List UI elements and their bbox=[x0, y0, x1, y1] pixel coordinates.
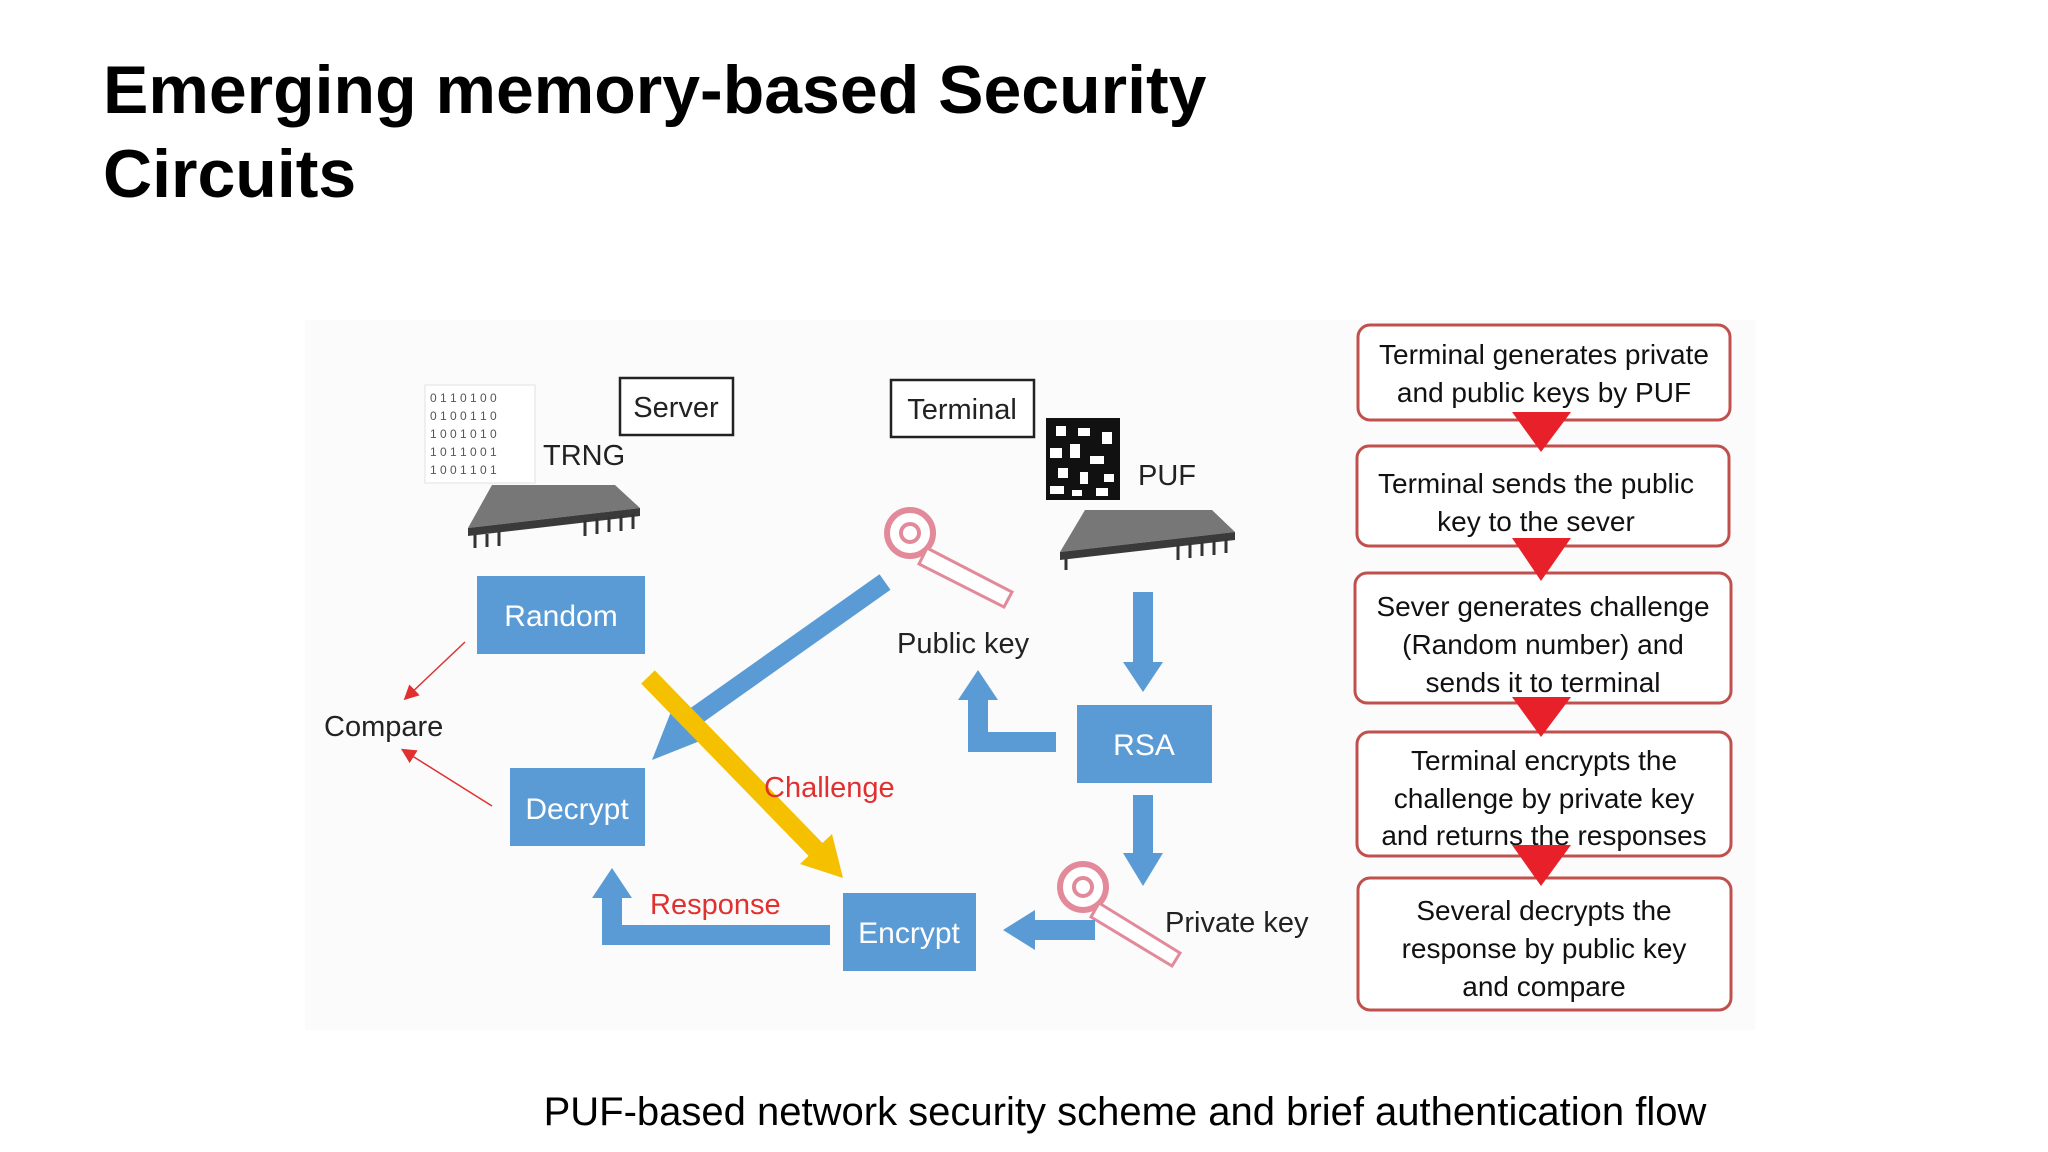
flow-step-line: challenge by private key bbox=[1394, 783, 1694, 814]
puf-chip-icon bbox=[1060, 510, 1235, 570]
trng-label: TRNG bbox=[543, 440, 625, 472]
rsa-box bbox=[1077, 705, 1212, 783]
decrypt-box bbox=[510, 768, 645, 846]
flow-step-line: response by public key bbox=[1402, 933, 1687, 964]
flow-step-line: key to the sever bbox=[1437, 506, 1635, 537]
flow-down-arrow bbox=[1512, 845, 1571, 886]
trng-chip-icon bbox=[468, 485, 640, 548]
flow-step-line: Terminal sends the public bbox=[1378, 468, 1694, 499]
encrypt-label: Encrypt bbox=[858, 917, 960, 950]
flow-down-arrow bbox=[1512, 412, 1571, 452]
flow-step-line: (Random number) and bbox=[1402, 629, 1684, 660]
random-to-compare-arrow bbox=[403, 641, 466, 701]
response-arrow bbox=[602, 893, 830, 945]
decrypt-label: Decrypt bbox=[525, 793, 629, 826]
private-key-icon bbox=[1057, 861, 1183, 969]
terminal-label: Terminal bbox=[907, 394, 1017, 426]
trng-bit-row: 0 1 1 0 1 0 0 bbox=[430, 391, 497, 405]
public-key-to-decrypt-arrowhead bbox=[652, 704, 710, 760]
private-key-label: Private key bbox=[1165, 907, 1309, 939]
public-key-to-decrypt-arrow bbox=[684, 574, 891, 728]
trng-bit-row: 1 0 0 1 0 1 0 bbox=[430, 427, 497, 441]
encrypt-box bbox=[843, 893, 976, 971]
random-label: Random bbox=[504, 600, 617, 633]
response-arrowhead bbox=[592, 868, 632, 898]
rsa-label: RSA bbox=[1113, 729, 1175, 762]
private-key-to-encrypt-arrowhead bbox=[1003, 910, 1035, 950]
public-key-label: Public key bbox=[897, 628, 1030, 660]
slide-title: Emerging memory-based Security Circuits bbox=[103, 48, 1403, 216]
figure-caption: PUF-based network security scheme and br… bbox=[543, 1090, 1707, 1134]
flow-step-line: sends it to terminal bbox=[1426, 667, 1661, 698]
random-box bbox=[477, 576, 645, 654]
challenge-arrow bbox=[641, 670, 825, 859]
flow-step-line: Terminal generates private bbox=[1379, 339, 1709, 370]
response-label: Response bbox=[650, 889, 781, 921]
puf-label: PUF bbox=[1138, 460, 1196, 492]
server-label: Server bbox=[633, 392, 719, 424]
decrypt-to-compare-arrow bbox=[400, 748, 493, 807]
trng-bit-row: 1 0 0 1 1 0 1 bbox=[430, 463, 497, 477]
flow-step-line: and public keys by PUF bbox=[1397, 377, 1691, 408]
flow-step-line: Sever generates challenge bbox=[1376, 591, 1709, 622]
flow-down-arrow bbox=[1512, 538, 1571, 581]
flow-step: Sever generates challenge (Random number… bbox=[1353, 571, 1733, 705]
slide-title-line-1: Emerging memory-based Security bbox=[103, 52, 1207, 128]
trng-bit-row: 1 0 1 1 0 0 1 bbox=[430, 445, 497, 459]
puf-pattern-icon bbox=[1046, 418, 1120, 500]
flow-step: Terminal sends the public key to the sev… bbox=[1355, 444, 1731, 548]
challenge-label: Challenge bbox=[764, 772, 895, 804]
compare-label: Compare bbox=[324, 711, 443, 743]
rsa-to-public-key-arrow bbox=[968, 694, 1056, 752]
trng-bit-matrix: 0 1 1 0 1 0 0 0 1 0 0 1 1 0 1 0 0 1 0 1 … bbox=[424, 384, 536, 484]
rsa-to-private-key-arrow-shaft bbox=[1133, 795, 1153, 855]
trng-bit-row: 0 1 0 0 1 1 0 bbox=[430, 409, 497, 423]
flow-step: Several decrypts the response by public … bbox=[1356, 876, 1733, 1012]
puf-to-rsa-arrowhead bbox=[1123, 662, 1163, 692]
flow-down-arrow bbox=[1512, 697, 1571, 737]
flow-step-line: Terminal encrypts the bbox=[1411, 745, 1677, 776]
public-key-icon bbox=[884, 507, 1015, 610]
challenge-arrowhead bbox=[800, 834, 843, 878]
rsa-to-public-key-arrowhead bbox=[958, 670, 998, 700]
server-label-box bbox=[618, 376, 735, 437]
flow-step: Terminal generates private and public ke… bbox=[1356, 323, 1732, 422]
slide-title-line-2: Circuits bbox=[103, 136, 357, 212]
private-key-to-encrypt-arrow-shaft bbox=[1033, 920, 1095, 940]
flow-step-line: Several decrypts the bbox=[1416, 895, 1671, 926]
rsa-to-private-key-arrowhead bbox=[1123, 853, 1163, 886]
flow-step: Terminal encrypts the challenge by priva… bbox=[1355, 730, 1733, 858]
flow-step-line: and compare bbox=[1462, 971, 1625, 1002]
puf-to-rsa-arrow-shaft bbox=[1133, 592, 1153, 664]
terminal-label-box bbox=[889, 378, 1036, 439]
